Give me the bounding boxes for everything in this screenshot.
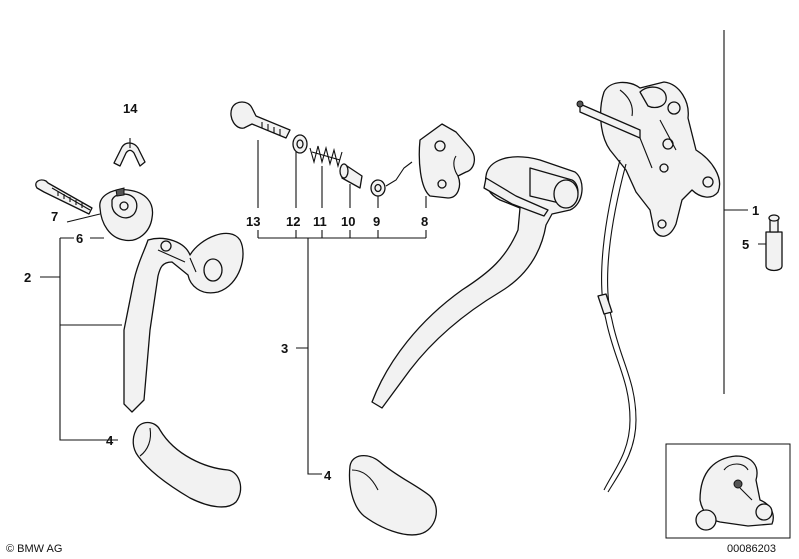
- callout-2: 2: [24, 270, 31, 285]
- callout-9: 9: [373, 214, 380, 229]
- callout-11: 11: [313, 214, 327, 229]
- screw-part-7: [35, 179, 93, 215]
- bracket-group-2: [40, 138, 131, 441]
- callout-7: 7: [51, 209, 58, 224]
- plate-part-8: [385, 123, 476, 199]
- callout-5: 5: [742, 237, 749, 252]
- callout-4-left: 4: [106, 433, 114, 448]
- clip-part-14: [113, 142, 146, 167]
- callout-4-middle: 4: [324, 468, 332, 483]
- washer-part-12: [292, 134, 308, 154]
- bracket-group-1: [723, 30, 766, 394]
- callout-10: 10: [341, 214, 355, 229]
- nut-part-9: [370, 179, 386, 197]
- bolt-part-13: [230, 101, 291, 139]
- bushing-part-6: [99, 187, 154, 242]
- spring-part-11: [309, 145, 343, 169]
- callout-14: 14: [123, 101, 138, 116]
- bracket-group-3: [257, 140, 427, 475]
- callout-12: 12: [286, 214, 300, 229]
- callout-13: 13: [246, 214, 260, 229]
- vehicle-thumbnail: [665, 443, 791, 539]
- left-lever-grip: [132, 421, 242, 508]
- spacer-part-10: [339, 163, 363, 189]
- copyright-notice: © BMW AG: [6, 543, 62, 555]
- callout-6: 6: [76, 231, 83, 246]
- callout-8: 8: [421, 214, 428, 229]
- cap-part-5: [765, 214, 783, 272]
- brake-housing-assembly: [576, 81, 721, 237]
- middle-brake-lever: [371, 156, 583, 409]
- brake-cable: [597, 159, 637, 493]
- drawing-number: 00086203: [727, 543, 776, 555]
- callout-3: 3: [281, 341, 288, 356]
- middle-lever-grip: [348, 455, 437, 536]
- left-brake-lever: [123, 232, 244, 413]
- callout-1: 1: [752, 203, 759, 218]
